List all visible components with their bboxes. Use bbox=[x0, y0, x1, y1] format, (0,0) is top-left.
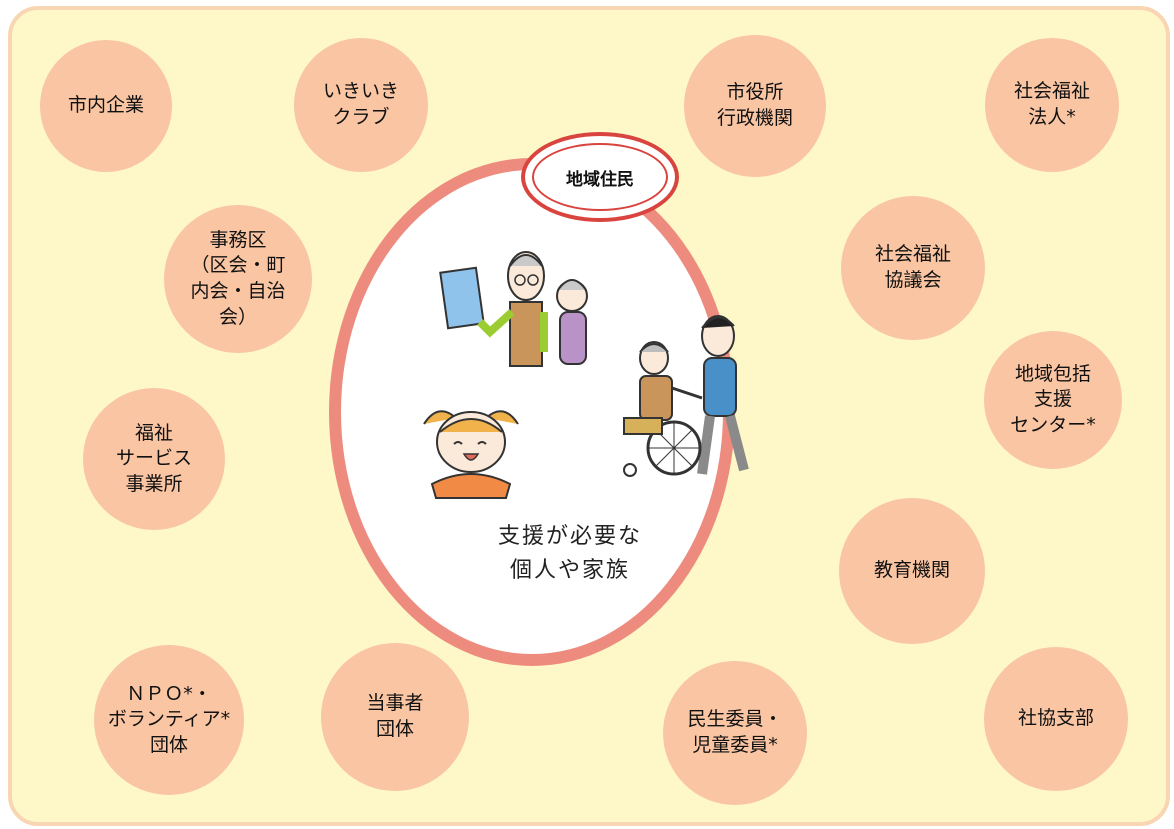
node-label: 市内企業 bbox=[67, 94, 144, 117]
center-badge-label: 地域住民 bbox=[532, 143, 668, 211]
node-label: いきいき クラブ bbox=[322, 80, 399, 128]
node-welfare-service: 福祉 サービス 事業所 bbox=[83, 388, 225, 530]
node-ikiiki-club: いきいき クラブ bbox=[294, 38, 428, 172]
node-city-hall: 市役所 行政機関 bbox=[684, 35, 826, 177]
center-text: 支援が必要な 個人や家族 bbox=[497, 524, 642, 584]
node-community-support-center: 地域包括 支援 センター* bbox=[984, 331, 1122, 469]
node-label: 民生委員・ 児童委員* bbox=[687, 708, 783, 756]
center-badge: 地域住民 bbox=[521, 132, 679, 222]
elderly-couple-icon bbox=[439, 251, 588, 367]
girl-icon bbox=[423, 410, 519, 499]
node-label: 事務区 （区会・町 内会・自治 会） bbox=[190, 228, 286, 328]
node-social-welfare-corp: 社会福祉 法人* bbox=[985, 38, 1119, 172]
node-shakyo-branch: 社協支部 bbox=[984, 647, 1128, 791]
node-label: 社会福祉 法人* bbox=[1013, 80, 1090, 128]
node-label: 地域包括 支援 センター* bbox=[1010, 362, 1096, 436]
node-label: 社協支部 bbox=[1017, 707, 1094, 730]
node-parties: 当事者 団体 bbox=[321, 643, 469, 791]
node-label: 当事者 団体 bbox=[366, 692, 424, 740]
node-welfare-commissioners: 民生委員・ 児童委員* bbox=[663, 661, 807, 805]
node-social-welfare-council: 社会福祉 協議会 bbox=[841, 196, 985, 340]
node-education: 教育機関 bbox=[839, 498, 985, 644]
node-npo-volunteer: ＮＰＯ*・ ボランティア* 団体 bbox=[94, 645, 244, 795]
wheelchair-caregiver-icon bbox=[623, 315, 749, 477]
node-label: 福祉 サービス 事業所 bbox=[115, 421, 192, 495]
node-label: ＮＰＯ*・ ボランティア* 団体 bbox=[107, 682, 231, 756]
node-jimuku: 事務区 （区会・町 内会・自治 会） bbox=[164, 205, 312, 353]
node-label: 市役所 行政機関 bbox=[716, 81, 793, 129]
node-city-companies: 市内企業 bbox=[40, 40, 172, 172]
node-label: 社会福祉 協議会 bbox=[874, 243, 951, 291]
node-label: 教育機関 bbox=[873, 559, 950, 582]
